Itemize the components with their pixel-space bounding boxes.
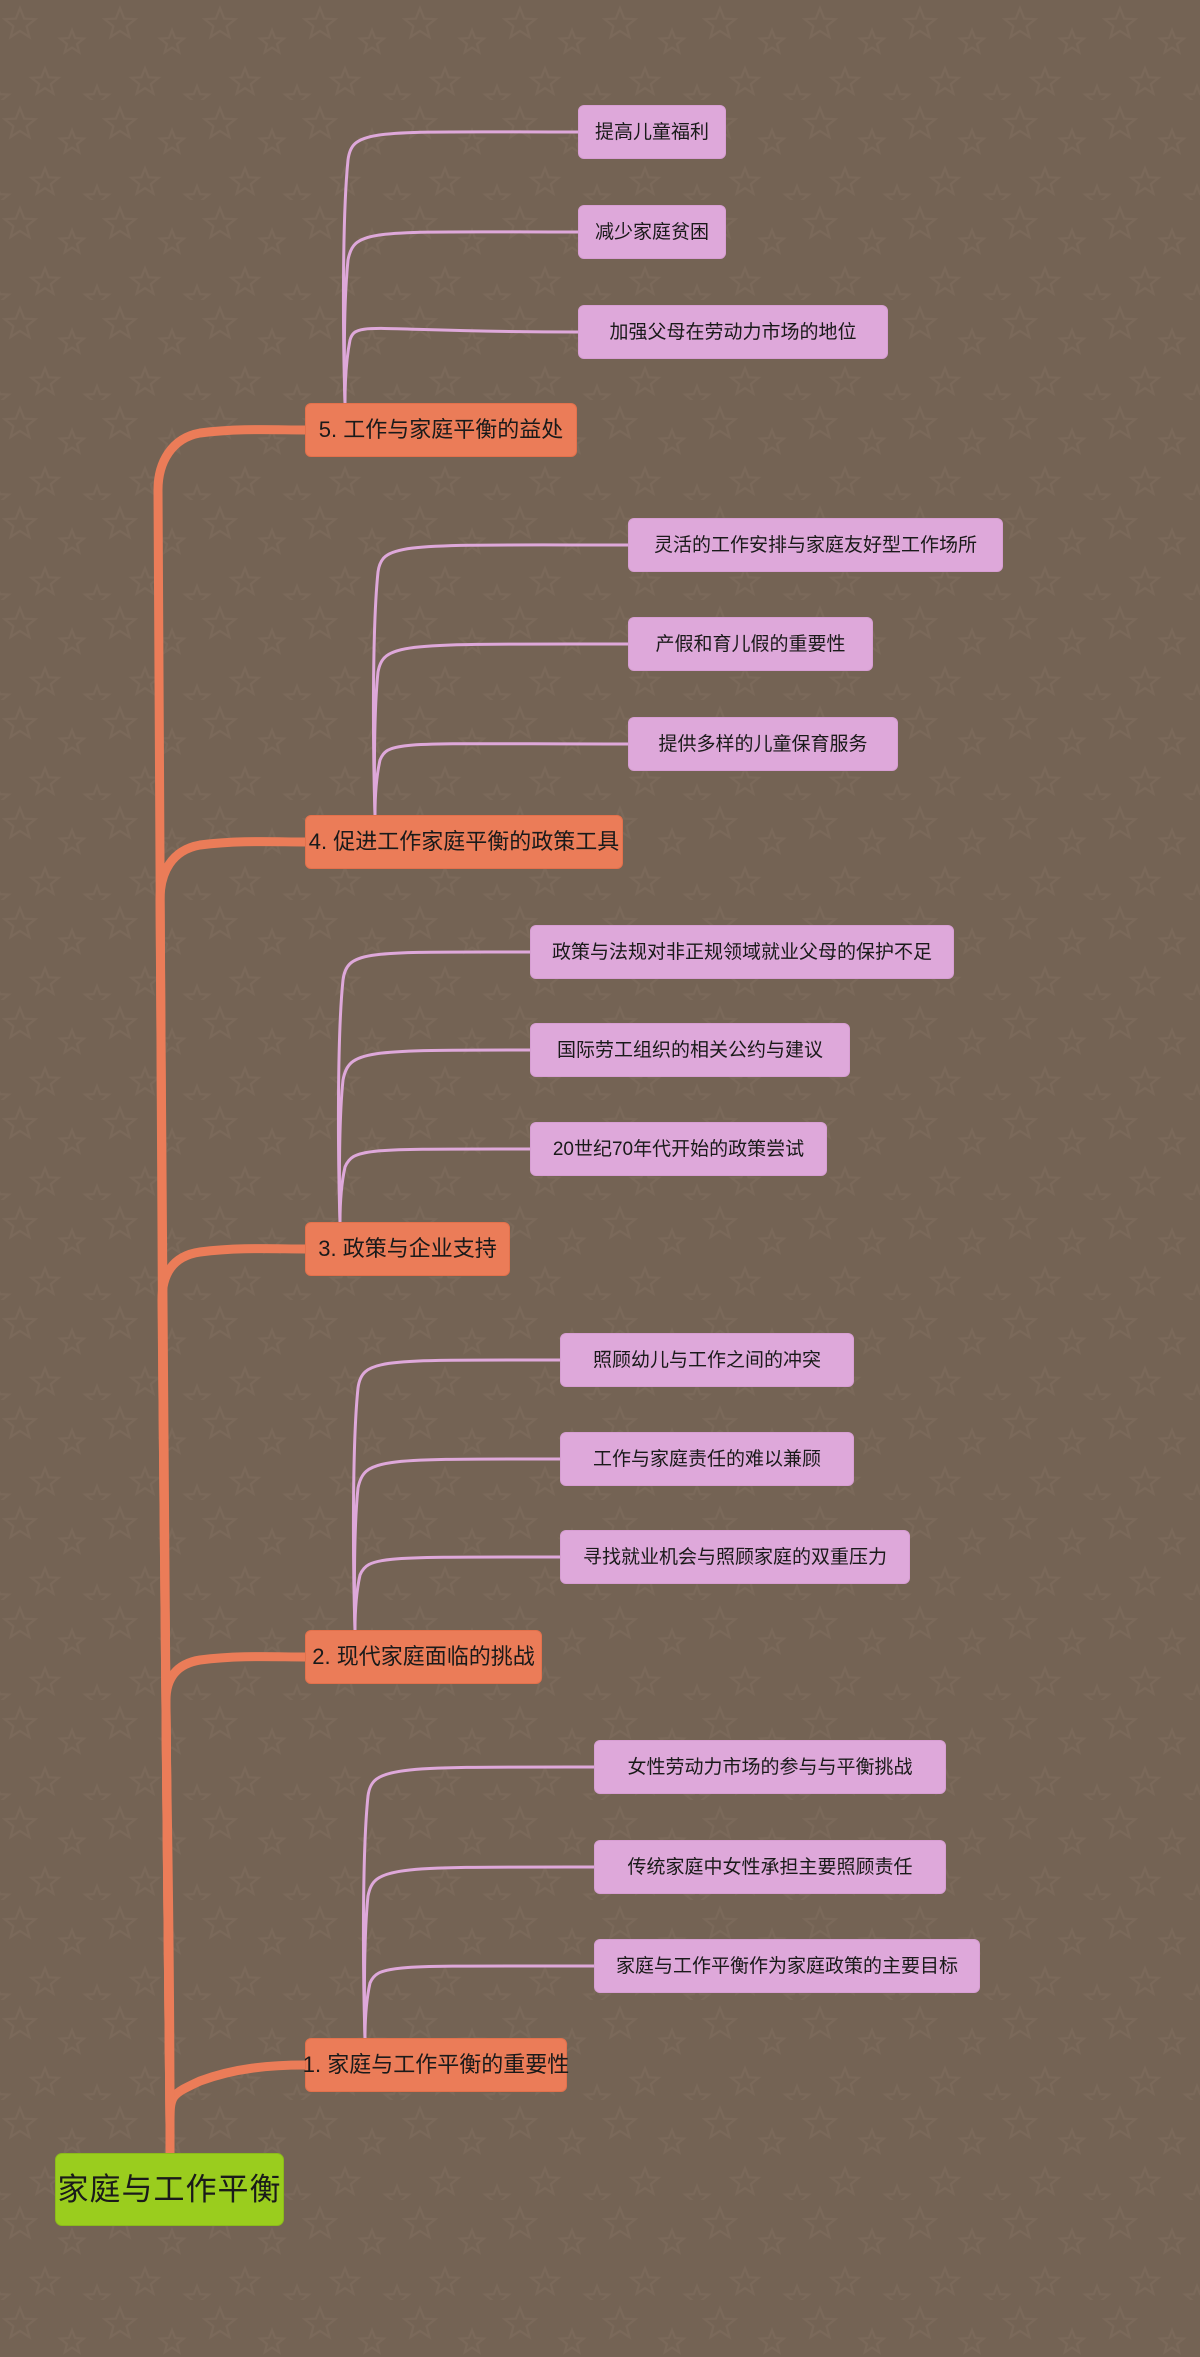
- leaf-node-2-2[interactable]: 工作与家庭责任的难以兼顾: [560, 1432, 854, 1486]
- leaf-node-1-2-label: 传统家庭中女性承担主要照顾责任: [627, 1856, 913, 1878]
- leaf-node-3-2-label: 国际劳工组织的相关公约与建议: [556, 1039, 823, 1061]
- leaf-node-4-2[interactable]: 产假和育儿假的重要性: [628, 617, 873, 671]
- root-node-label: 家庭与工作平衡: [57, 2172, 282, 2207]
- leaf-node-5-1[interactable]: 提高儿童福利: [578, 105, 726, 159]
- leaf-node-3-2[interactable]: 国际劳工组织的相关公约与建议: [530, 1023, 850, 1077]
- root-node[interactable]: 家庭与工作平衡: [55, 2153, 284, 2226]
- branch-leaf-edges: [336, 130, 630, 2040]
- branch-node-5[interactable]: 5. 工作与家庭平衡的益处: [305, 403, 577, 457]
- leaf-node-1-1-label: 女性劳动力市场的参与与平衡挑战: [627, 1756, 913, 1778]
- branch-node-2[interactable]: 2. 现代家庭面临的挑战: [305, 1630, 542, 1684]
- leaf-node-5-3[interactable]: 加强父母在劳动力市场的地位: [578, 305, 888, 359]
- leaf-node-5-2-label: 减少家庭贫困: [594, 221, 709, 243]
- branch-node-2-label: 2. 现代家庭面临的挑战: [312, 1644, 535, 1669]
- leaf-node-5-1-label: 提高儿童福利: [594, 121, 709, 143]
- leaf-node-3-3[interactable]: 20世纪70年代开始的政策尝试: [530, 1122, 827, 1176]
- leaf-node-5-3-label: 加强父母在劳动力市场的地位: [609, 321, 857, 343]
- leaf-node-5-2[interactable]: 减少家庭贫困: [578, 205, 726, 259]
- branch-node-1[interactable]: 1. 家庭与工作平衡的重要性: [302, 2038, 570, 2092]
- leaf-node-4-3[interactable]: 提供多样的儿童保育服务: [628, 717, 898, 771]
- branch-node-4[interactable]: 4. 促进工作家庭平衡的政策工具: [305, 815, 623, 869]
- leaf-node-4-1-label: 灵活的工作安排与家庭友好型工作场所: [653, 534, 977, 556]
- leaf-node-1-3[interactable]: 家庭与工作平衡作为家庭政策的主要目标: [594, 1939, 980, 1993]
- branch-node-4-label: 4. 促进工作家庭平衡的政策工具: [308, 829, 620, 854]
- root-branch-edges: [153, 425, 310, 2158]
- leaf-node-4-3-label: 提供多样的儿童保育服务: [658, 733, 868, 755]
- leaf-node-3-1-label: 政策与法规对非正规领域就业父母的保护不足: [551, 941, 932, 963]
- leaf-node-3-1[interactable]: 政策与法规对非正规领域就业父母的保护不足: [530, 925, 954, 979]
- leaf-node-1-2[interactable]: 传统家庭中女性承担主要照顾责任: [594, 1840, 946, 1894]
- branch-node-3-label: 3. 政策与企业支持: [318, 1236, 497, 1261]
- leaf-node-4-2-label: 产假和育儿假的重要性: [655, 633, 846, 655]
- leaf-node-2-2-label: 工作与家庭责任的难以兼顾: [592, 1448, 821, 1470]
- leaf-node-2-1[interactable]: 照顾幼儿与工作之间的冲突: [560, 1333, 854, 1387]
- leaf-node-2-1-label: 照顾幼儿与工作之间的冲突: [592, 1349, 821, 1371]
- leaf-node-1-3-label: 家庭与工作平衡作为家庭政策的主要目标: [615, 1955, 958, 1977]
- leaf-node-1-1[interactable]: 女性劳动力市场的参与与平衡挑战: [594, 1740, 946, 1794]
- leaf-node-4-1[interactable]: 灵活的工作安排与家庭友好型工作场所: [628, 518, 1003, 572]
- leaf-node-3-3-label: 20世纪70年代开始的政策尝试: [552, 1138, 805, 1160]
- branch-node-3[interactable]: 3. 政策与企业支持: [305, 1222, 510, 1276]
- branch-node-1-label: 1. 家庭与工作平衡的重要性: [302, 2052, 570, 2077]
- leaf-node-2-3[interactable]: 寻找就业机会与照顾家庭的双重压力: [560, 1530, 910, 1584]
- leaf-node-2-3-label: 寻找就业机会与照顾家庭的双重压力: [582, 1546, 887, 1568]
- branch-node-5-label: 5. 工作与家庭平衡的益处: [318, 417, 564, 442]
